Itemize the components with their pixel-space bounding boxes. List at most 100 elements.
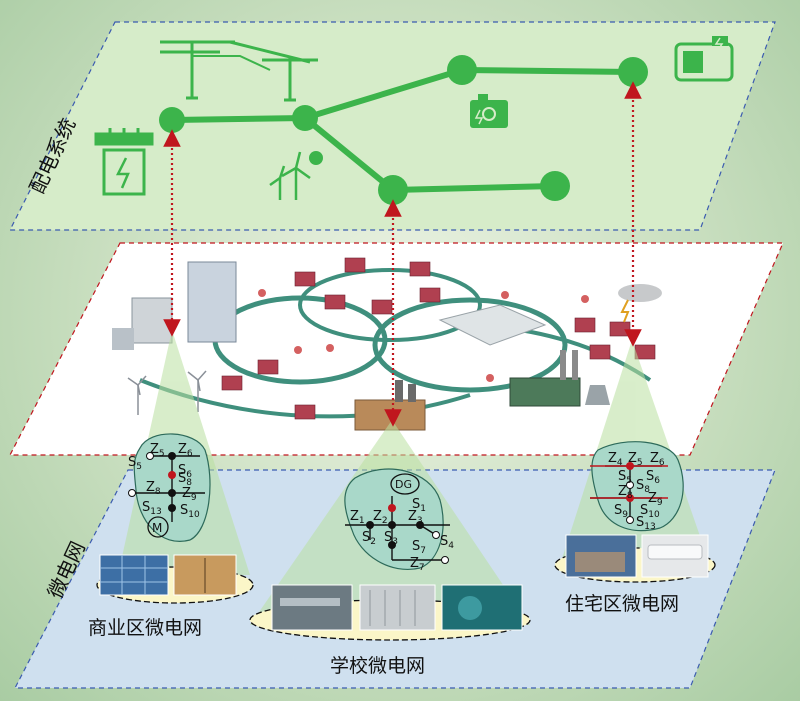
node-subscript: 8 [627,491,633,501]
power-tower-icon [160,40,318,102]
node-label: Z [146,480,155,495]
bus-node [618,57,648,87]
node-subscript: 9 [191,493,197,503]
node-subscript: 8 [644,485,650,495]
node-label: S [646,469,654,484]
node-label: S [412,539,420,554]
node-subscript: 3 [417,516,423,526]
node-label: S [640,503,648,518]
node-label: S [180,503,188,518]
node-subscript: 5 [626,476,632,486]
svg-text:S9: S9 [614,503,628,520]
node-subscript: 9 [622,510,628,520]
node-label: Z [182,486,191,501]
svg-text:Z2: Z2 [373,509,388,526]
node-label: Z [373,509,382,524]
node-subscript: 4 [448,541,454,551]
layer-links [163,81,642,427]
node-label: Z [150,442,159,457]
svg-text:S1: S1 [412,497,426,514]
svg-text:S3: S3 [384,530,398,547]
battery-icon [674,36,734,82]
school-microgrid: DG S1 Z1 Z2 Z3 S2 S3 S4 S7 Z7 学校微电网 [249,468,531,677]
bus-node [159,107,185,133]
node-subscript: 2 [370,537,376,547]
node-subscript: 5 [159,449,165,459]
bus-node [447,55,477,85]
node-label: S [636,478,644,493]
node-label: Z [618,484,627,499]
svg-text:S10: S10 [640,503,660,520]
node-subscript: 6 [186,470,192,480]
solar-farm-photo [99,554,169,596]
container-photo [359,584,436,631]
node-subscript: 1 [359,516,365,526]
generator-icon [470,94,508,128]
node-subscript: 2 [382,516,388,526]
dg-label: DG [395,478,412,491]
node-label: S [412,497,420,512]
svg-text:Z9: Z9 [648,491,663,508]
node-subscript: 6 [659,458,665,468]
node-subscript: 9 [657,498,663,508]
svg-text:Z6: Z6 [650,451,665,468]
node-label: Z [628,451,637,466]
node-label: Z [350,509,359,524]
node-subscript: 13 [644,522,655,532]
node-label: S [614,503,622,518]
commercial-microgrid: M Z5 Z6 S5 S6 S8 Z8 Z9 S13 S10 商业区微电网 [88,433,254,639]
school-microgrid-label: 学校微电网 [330,655,425,677]
svg-text:Z1: Z1 [350,509,365,526]
commercial-microgrid-label: 商业区微电网 [88,617,202,639]
svg-text:S13: S13 [142,500,162,517]
node-subscript: 10 [648,510,660,520]
node-subscript: 1 [420,504,426,514]
motor-label: M [152,521,162,535]
node-label: Z [178,442,187,457]
node-subscript: 5 [136,462,142,472]
school-building-photo [271,584,353,631]
node-subscript: 7 [419,563,425,573]
generator-photo [441,584,523,631]
bus-node [378,175,408,205]
node-subscript: 5 [637,458,643,468]
svg-text:S4: S4 [440,534,454,551]
node-label: S [178,471,186,486]
svg-text:Z9: Z9 [182,486,197,503]
svg-text:S13: S13 [636,515,656,532]
node-subscript: 8 [186,478,192,488]
node-label: Z [408,509,417,524]
svg-text:S5: S5 [128,455,142,472]
svg-text:Z3: Z3 [408,509,423,526]
svg-text:Z8: Z8 [618,484,633,501]
node-label: S [142,500,150,515]
svg-text:S6: S6 [178,463,192,480]
svg-text:S2: S2 [362,530,376,547]
node-subscript: 6 [654,476,660,486]
wind-turbine-icon [269,151,323,200]
svg-text:S5: S5 [618,469,632,486]
node-label: Z [648,491,657,506]
node-label: S [362,530,370,545]
motor-icon [147,516,169,538]
node-subscript: 7 [420,546,426,556]
node-label: Z [410,556,419,571]
node-label: S [178,463,186,478]
svg-text:S10: S10 [180,503,200,520]
bus-node [292,105,318,131]
distribution-network [169,67,636,193]
node-label: Z [650,451,659,466]
residential-microgrid: Z4 Z5 Z6 S5 S6 S8 Z8 Z9 S9 S10 S13 住宅区微电… [554,441,716,615]
node-subscript: 8 [155,487,161,497]
svg-text:Z5: Z5 [150,442,165,459]
solar-station-icon [94,128,154,196]
svg-text:Z7: Z7 [410,556,425,573]
svg-text:S7: S7 [412,539,426,556]
node-subscript: 3 [392,537,398,547]
node-subscript: 4 [617,458,623,468]
svg-text:S8: S8 [178,471,192,488]
bus-node [540,171,570,201]
node-subscript: 13 [150,507,161,517]
